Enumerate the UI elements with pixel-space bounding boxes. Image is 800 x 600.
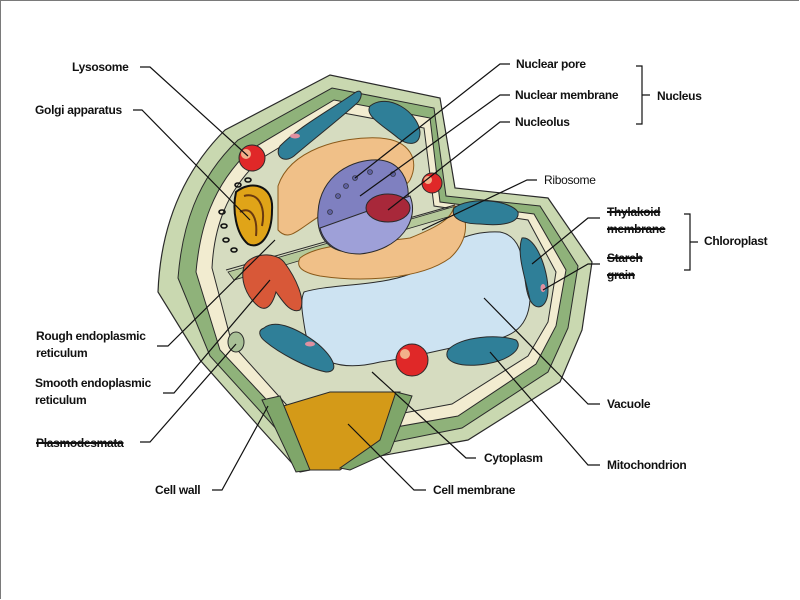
leader-starch: [542, 263, 600, 291]
leader-nuclear-pore: [354, 63, 510, 179]
leader-mitochondrion: [489, 351, 600, 466]
plasmodesmata-shape: [227, 331, 245, 353]
bracket-chloroplast: [684, 213, 698, 271]
mitochondrion-bottom: [446, 336, 519, 366]
leader-lysosome: [140, 66, 249, 157]
label-thylakoid-membrane: Thylakoid membrane: [607, 205, 666, 236]
leader-rough-er: [157, 239, 276, 347]
leader-ribosome: [421, 179, 537, 231]
leader-lines: [133, 63, 698, 491]
lysosome-right: [421, 172, 443, 194]
label-smooth-er: Smooth endoplasmic reticulum: [35, 376, 151, 407]
smooth-er: [242, 254, 303, 312]
leader-smooth-er: [163, 279, 271, 394]
leader-nucleolus: [387, 121, 510, 211]
leader-nuclear-membrane: [359, 94, 510, 197]
mitochondrion-right-top: [452, 200, 519, 226]
label-plasmodesmata: Plasmodesmata: [36, 436, 124, 450]
leader-cell-wall: [212, 405, 269, 491]
leader-plasmodesmata: [140, 343, 237, 443]
label-nuclear-pore: Nuclear pore: [516, 57, 586, 71]
mitochondrion-top: [368, 100, 421, 144]
lysosome-top: [238, 144, 266, 172]
golgi-apparatus: [218, 177, 274, 253]
starch-grain-lower: [305, 341, 315, 347]
starch-grain-top: [290, 133, 300, 139]
chloroplast-lower: [259, 323, 335, 373]
chloroplast-top: [277, 90, 362, 160]
leader-cytoplasm: [371, 371, 476, 459]
label-chloroplast-group: Chloroplast: [704, 234, 768, 248]
cut-wall-right: [338, 391, 413, 471]
label-nucleolus: Nucleolus: [515, 115, 570, 129]
starch-grain-right: [540, 284, 546, 292]
label-cell-membrane: Cell membrane: [433, 483, 516, 497]
label-cell-wall: Cell wall: [155, 483, 201, 497]
leader-cell-membrane: [347, 423, 426, 491]
label-golgi-apparatus: Golgi apparatus: [35, 103, 122, 117]
leader-vacuole: [483, 297, 600, 405]
label-cytoplasm: Cytoplasm: [484, 451, 543, 465]
label-nucleus-group: Nucleus: [657, 89, 702, 103]
label-lysosome: Lysosome: [72, 60, 129, 74]
bracket-nucleus: [636, 65, 650, 125]
leader-golgi: [133, 109, 251, 221]
label-rough-er: Rough endoplasmic reticulum: [36, 329, 146, 360]
lysosome-bottom: [395, 343, 429, 377]
cut-wall-left: [261, 395, 311, 473]
label-ribosome: Ribosome: [544, 173, 596, 187]
label-mitochondrion: Mitochondrion: [607, 458, 687, 472]
leader-thylakoid: [531, 217, 600, 265]
label-starch-grain: Starch grain: [607, 251, 643, 282]
label-nuclear-membrane: Nuclear membrane: [515, 88, 619, 102]
label-vacuole: Vacuole: [607, 397, 651, 411]
